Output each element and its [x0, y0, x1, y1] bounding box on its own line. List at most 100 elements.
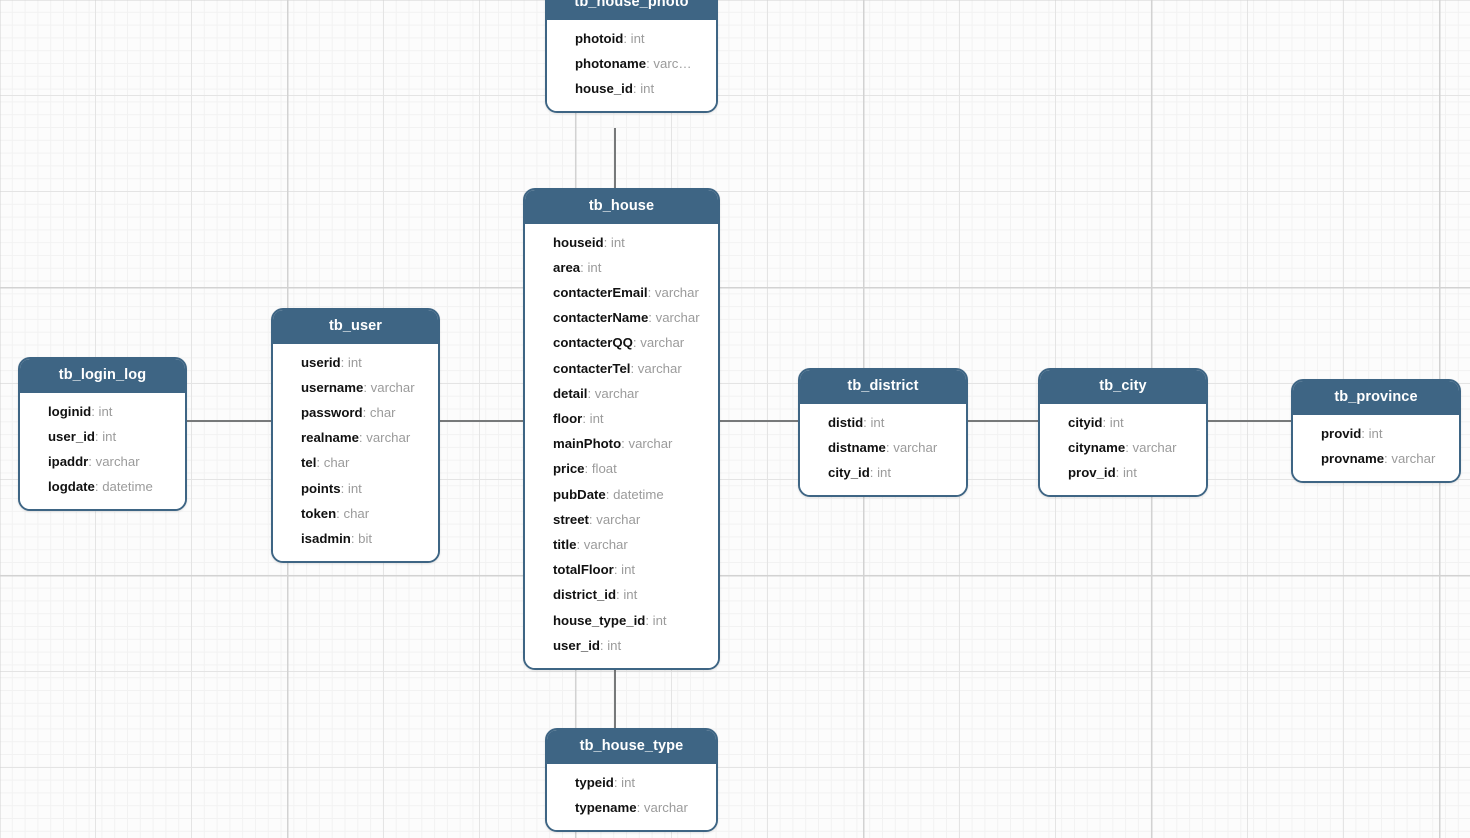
- entity-title-tb_user: tb_user: [273, 310, 438, 344]
- field-type-value: int: [587, 259, 602, 275]
- field-name: photoid: [575, 30, 624, 46]
- field-row: distname: varchar: [810, 435, 956, 460]
- field-type-value: varchar: [893, 439, 938, 455]
- field-type-value: int: [1109, 414, 1124, 430]
- field-row: cityid: int: [1050, 410, 1196, 435]
- field-name: distid: [828, 414, 864, 430]
- edge-house-photo-to-house: [614, 128, 616, 190]
- field-type-value: char: [323, 455, 350, 471]
- entity-title-tb_city: tb_city: [1040, 370, 1206, 404]
- field-name: userid: [301, 354, 341, 370]
- field-row: tel: char: [283, 450, 428, 475]
- field-name: house_type_id: [553, 612, 646, 628]
- field-row: title: varchar: [535, 532, 708, 557]
- field-type-value: varchar: [643, 799, 688, 815]
- entity-tb_district[interactable]: tb_district distid: int distname: varcha…: [798, 368, 968, 498]
- entity-title-tb_house_type: tb_house_type: [547, 730, 716, 764]
- field-type-value: bit: [358, 530, 373, 546]
- field-type: :: [623, 30, 631, 46]
- field-name: price: [553, 461, 585, 477]
- entity-fields-tb_city: cityid: int cityname: varchar prov_id: i…: [1040, 403, 1206, 496]
- field-type: :: [582, 410, 590, 426]
- field-type-value: int: [347, 354, 362, 370]
- entity-title-tb_province: tb_province: [1293, 381, 1459, 415]
- field-name: ipaddr: [48, 453, 89, 469]
- field-type-value: int: [623, 587, 638, 603]
- field-type-value: varchar: [637, 360, 682, 376]
- field-type-value: int: [347, 480, 362, 496]
- entity-tb_house_type[interactable]: tb_house_type typeid: int typename: varc…: [545, 728, 718, 832]
- field-type-value: datetime: [102, 479, 153, 495]
- field-row: logdate: datetime: [30, 474, 175, 499]
- field-name: cityname: [1068, 439, 1126, 455]
- field-type: :: [630, 360, 638, 376]
- field-type: :: [863, 414, 871, 430]
- field-name: title: [553, 536, 577, 552]
- field-name: password: [301, 404, 363, 420]
- field-type: :: [1125, 439, 1133, 455]
- field-name: user_id: [553, 637, 600, 653]
- field-type-value: char: [343, 505, 370, 521]
- entity-tb_house[interactable]: tb_house houseid: int area: int contacte…: [523, 188, 720, 670]
- field-type-value: int: [621, 774, 636, 790]
- field-name: cityid: [1068, 414, 1103, 430]
- field-name: distname: [828, 439, 886, 455]
- field-type-value: int: [98, 403, 113, 419]
- field-row: userid: int: [283, 350, 428, 375]
- field-type: :: [584, 461, 592, 477]
- field-type: :: [647, 284, 655, 300]
- field-name: contacterName: [553, 310, 649, 326]
- entity-fields-tb_user: userid: int username: varchar password: …: [273, 343, 438, 562]
- field-type: :: [1115, 464, 1123, 480]
- field-type-value: int: [607, 637, 622, 653]
- entity-tb_login_log[interactable]: tb_login_log loginid: int user_id: int i…: [18, 357, 187, 512]
- field-row: ipaddr: varchar: [30, 449, 175, 474]
- edge-district-to-city: [966, 420, 1040, 422]
- field-name: provid: [1321, 425, 1362, 441]
- field-type: :: [603, 234, 611, 250]
- entity-tb_province[interactable]: tb_province provid: int provname: varcha…: [1291, 379, 1461, 483]
- field-type-value: varchar: [594, 385, 639, 401]
- field-type: :: [576, 536, 584, 552]
- field-row: user_id: int: [30, 424, 175, 449]
- field-type: :: [648, 310, 656, 326]
- entity-title-tb_login_log: tb_login_log: [20, 359, 185, 393]
- field-row: username: varchar: [283, 375, 428, 400]
- field-name: pubDate: [553, 486, 606, 502]
- field-type: :: [605, 486, 614, 502]
- field-name: photoname: [575, 55, 647, 71]
- field-type-value: varchar: [640, 335, 685, 351]
- entity-tb_city[interactable]: tb_city cityid: int cityname: varchar pr…: [1038, 368, 1208, 498]
- field-row: floor: int: [535, 406, 708, 431]
- field-type: :: [363, 379, 371, 395]
- edge-house-to-district: [716, 420, 804, 422]
- field-row: distid: int: [810, 410, 956, 435]
- field-row: loginid: int: [30, 399, 175, 424]
- edge-login-log-to-user: [186, 420, 276, 422]
- field-type: :: [91, 403, 99, 419]
- field-type-value: varchar: [95, 453, 140, 469]
- entity-fields-tb_house_type: typeid: int typename: varchar: [547, 763, 716, 830]
- field-row: district_id: int: [535, 582, 708, 607]
- field-type: :: [1102, 414, 1110, 430]
- field-name: floor: [553, 410, 583, 426]
- field-name: isadmin: [301, 530, 351, 546]
- field-type-value: int: [589, 410, 604, 426]
- field-type-value: varchar: [370, 379, 415, 395]
- field-name: logdate: [48, 479, 95, 495]
- field-row: photoname: varc…: [557, 51, 706, 76]
- field-row: token: char: [283, 501, 428, 526]
- field-row: isadmin: bit: [283, 526, 428, 551]
- field-row: typeid: int: [557, 770, 706, 795]
- field-row: totalFloor: int: [535, 557, 708, 582]
- edge-user-to-house: [438, 420, 526, 422]
- field-row: photoid: int: [557, 26, 706, 51]
- field-name: loginid: [48, 403, 92, 419]
- field-name: street: [553, 511, 589, 527]
- entity-tb_house_photo[interactable]: tb_house_photo photoid: int photoname: v…: [545, 0, 718, 114]
- entity-tb_user[interactable]: tb_user userid: int username: varchar pa…: [271, 308, 440, 564]
- field-row: prov_id: int: [1050, 460, 1196, 485]
- entity-title-tb_district: tb_district: [800, 370, 966, 404]
- field-type-value: int: [640, 80, 655, 96]
